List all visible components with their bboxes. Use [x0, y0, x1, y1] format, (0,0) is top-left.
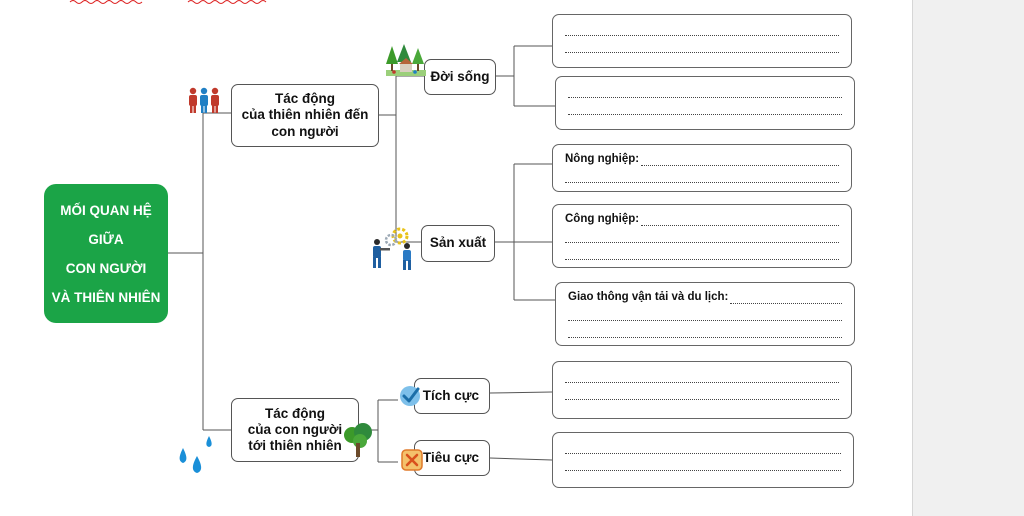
- san-xuat-label: Sản xuất: [429, 235, 487, 251]
- node-san-xuat: Sản xuất: [421, 225, 495, 262]
- tich-cuc-label: Tích cực: [422, 387, 479, 403]
- cong-nghiep-label: Công nghiệp:: [565, 213, 640, 225]
- answer-box-doi-song-2[interactable]: [555, 76, 855, 130]
- main-topic-node: MỐI QUAN HỆ GIỮA CON NGƯỜI VÀ THIÊN NHIÊ…: [44, 184, 168, 323]
- doi-song-label: Đời sống: [430, 68, 490, 84]
- answer-box-giao-thong[interactable]: Giao thông vận tải và du lịch:: [555, 282, 855, 346]
- branch-human-line-1: Tác động: [265, 405, 325, 421]
- cropped-text-strip: [69, 0, 267, 4]
- branch-nature-line-3: con người: [271, 123, 339, 139]
- branch-human-line-2: của con người: [247, 421, 343, 437]
- branch-nature-line-2: của thiên nhiên đến: [241, 107, 369, 123]
- branch-human-line-3: tới thiên nhiên: [248, 438, 342, 454]
- check-icon: [400, 386, 420, 406]
- connector-lines: [168, 45, 555, 463]
- main-line-2: GIỮA: [88, 231, 124, 247]
- workers-gear-icon: [373, 227, 411, 270]
- nong-nghiep-label: Nông nghiệp:: [565, 153, 640, 165]
- branch-human-to-nature: Tác động của con người tới thiên nhiên: [231, 398, 359, 462]
- cross-icon: [401, 449, 423, 471]
- node-tieu-cuc: Tiêu cực: [414, 440, 490, 476]
- branch-nature-line-1: Tác động: [275, 91, 335, 107]
- water-drops-icon: [179, 436, 212, 473]
- giao-thong-label: Giao thông vận tải và du lịch:: [568, 291, 729, 303]
- document-page: MỐI QUAN HỆ GIỮA CON NGƯỜI VÀ THIÊN NHIÊ…: [0, 0, 912, 516]
- main-line-1: MỐI QUAN HỆ: [60, 202, 152, 218]
- answer-box-cong-nghiep[interactable]: Công nghiệp:: [552, 204, 852, 268]
- answer-box-nong-nghiep[interactable]: Nông nghiệp:: [552, 144, 852, 192]
- main-line-4: VÀ THIÊN NHIÊN: [51, 289, 161, 305]
- tree-icon: [344, 423, 372, 457]
- answer-box-doi-song-1[interactable]: [552, 14, 852, 68]
- answer-box-tich-cuc[interactable]: [552, 361, 852, 419]
- page-margin: [912, 0, 1024, 516]
- forest-village-icon: [386, 44, 426, 76]
- main-line-3: CON NGƯỜI: [65, 260, 147, 276]
- node-doi-song: Đời sống: [424, 59, 496, 95]
- people-icon: [189, 87, 219, 113]
- branch-nature-to-human: Tác động của thiên nhiên đến con người: [231, 84, 379, 147]
- answer-box-tieu-cuc[interactable]: [552, 432, 854, 488]
- tieu-cuc-label: Tiêu cực: [422, 449, 479, 465]
- node-tich-cuc: Tích cực: [414, 378, 490, 414]
